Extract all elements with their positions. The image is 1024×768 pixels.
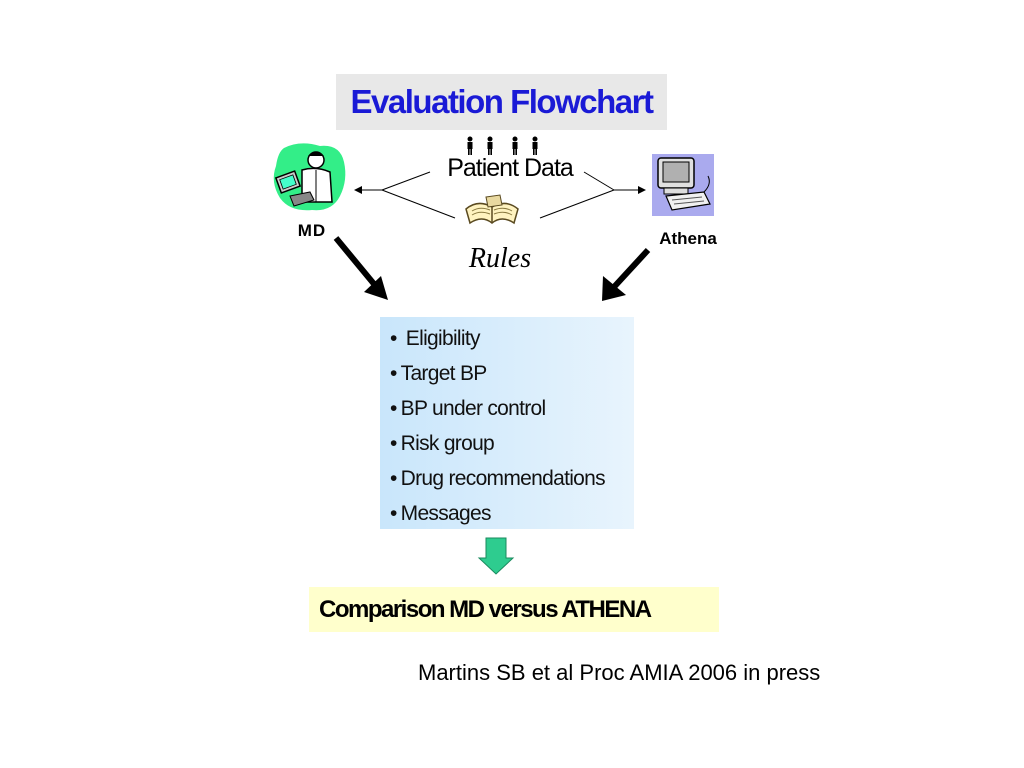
down-arrow-icon [477, 537, 515, 575]
diagram-title: Evaluation Flowchart [350, 83, 654, 120]
list-item: •BP under control [390, 391, 634, 426]
bullet: • [390, 467, 397, 490]
bullet: • [390, 327, 397, 350]
outputs-box: • Eligibility •Target BP •BP under contr… [380, 317, 634, 529]
athena-label: Athena [659, 229, 717, 248]
patient-data-connector-right [583, 171, 615, 191]
patient-data-label: Patient Data [447, 154, 574, 182]
list-item: •Drug recommendations [390, 461, 634, 496]
list-item: •Messages [390, 496, 634, 531]
list-item: • Eligibility [390, 321, 634, 356]
citation: Martins SB et al Proc AMIA 2006 in press [418, 660, 821, 685]
output-messages: Messages [400, 502, 492, 525]
comparison-box: Comparison MD versus ATHENA [309, 587, 719, 632]
md-to-list-arrow [333, 236, 388, 300]
bullet: • [390, 432, 397, 455]
patient-data-connector-left [381, 171, 431, 191]
comparison-label: Comparison MD versus ATHENA [319, 595, 652, 623]
computer-icon [652, 154, 714, 216]
bullet: • [390, 362, 397, 385]
rules-label: Rules [468, 243, 532, 274]
list-item: •Risk group [390, 426, 634, 461]
title-box: Evaluation Flowchart [336, 74, 667, 130]
output-drug-recommendations: Drug recommendations [400, 467, 606, 490]
list-item: •Target BP [390, 356, 634, 391]
output-risk-group: Risk group [400, 432, 495, 455]
rules-connector-left [381, 189, 456, 219]
book-icon [465, 194, 519, 225]
bullet: • [390, 502, 397, 525]
output-target-bp: Target BP [400, 362, 488, 385]
bullet: • [390, 397, 397, 420]
people-icon [467, 136, 538, 155]
md-label: MD [297, 221, 327, 240]
athena-to-list-arrow [602, 247, 651, 301]
output-eligibility: Eligibility [405, 327, 481, 350]
output-bp-under-control: BP under control [400, 397, 547, 420]
doctor-icon [273, 143, 346, 211]
rules-connector-right [539, 189, 615, 219]
